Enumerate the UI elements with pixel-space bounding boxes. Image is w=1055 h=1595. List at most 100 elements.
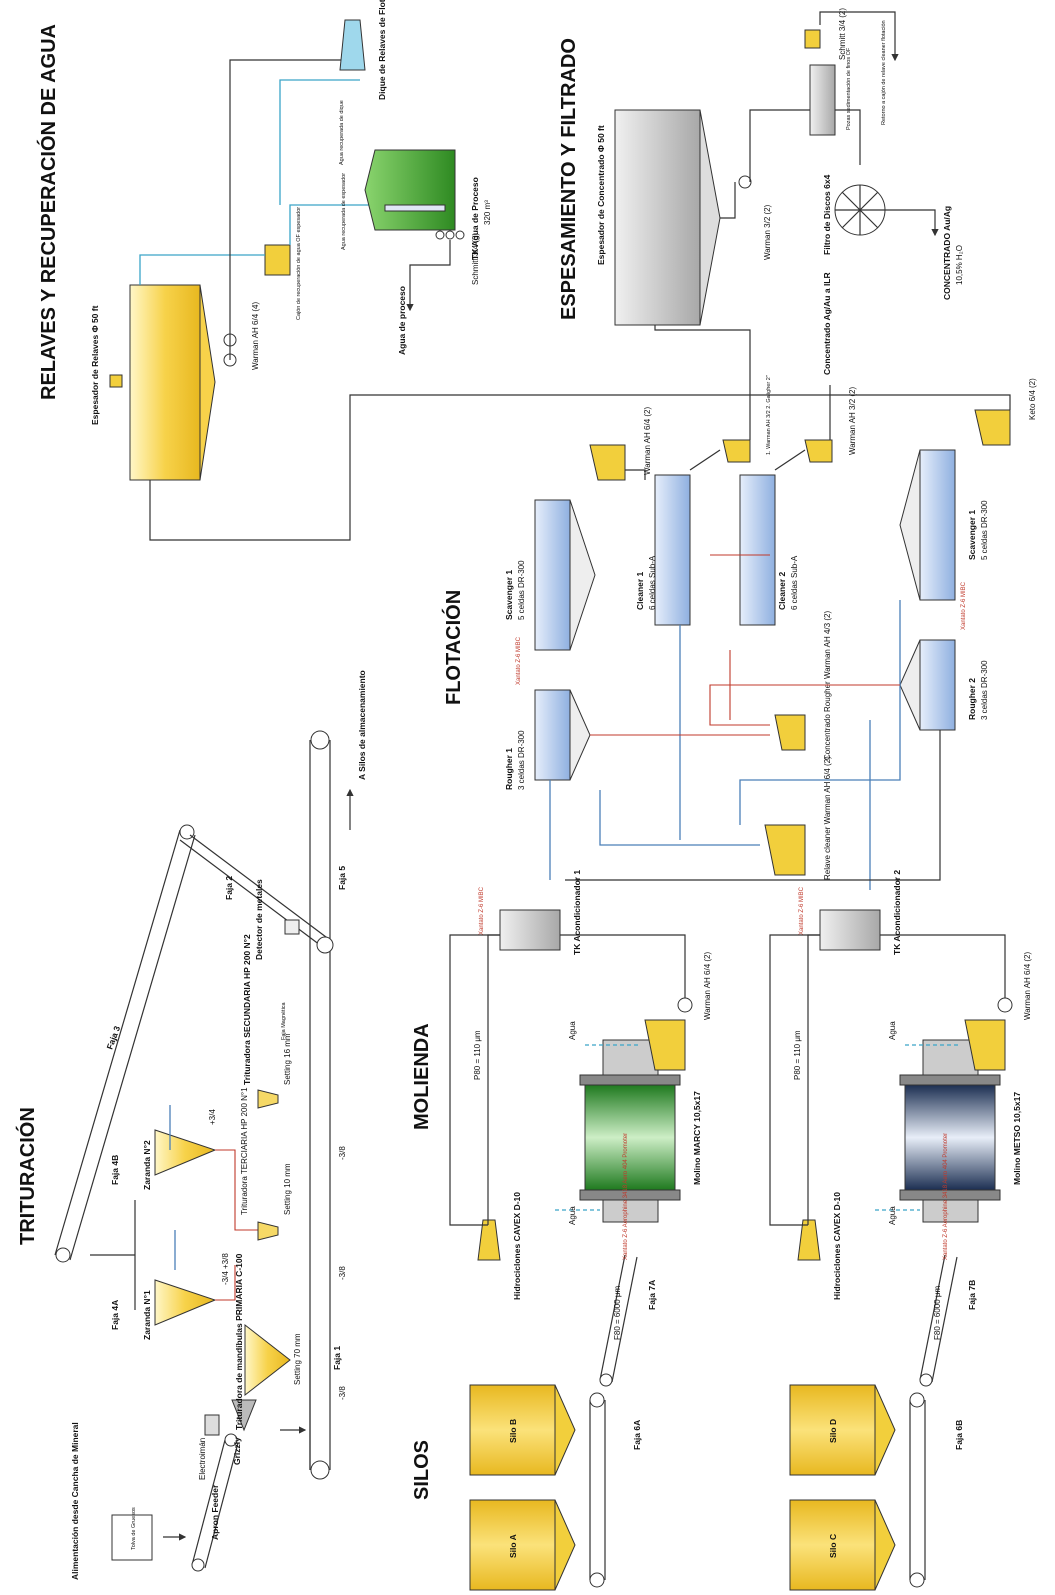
relave-cleaner-box bbox=[765, 825, 805, 875]
label-dique: Dique de Relaves de Flotación bbox=[377, 0, 387, 100]
trituracion-area: Alimentación desde Cancha de Mineral Tol… bbox=[55, 670, 367, 1580]
label-alimentacion: Alimentación desde Cancha de Mineral bbox=[70, 1422, 80, 1580]
rougher-2 bbox=[920, 640, 955, 730]
label-tk-agua-vol: 320 m³ bbox=[483, 200, 492, 225]
label-rougher1-sub: 3 celdas DR-300 bbox=[517, 730, 526, 790]
label-setting10: Setting 10 mm bbox=[283, 1163, 292, 1215]
label-faja2: Faja 2 bbox=[224, 876, 234, 900]
label-m34p38: -3/4 +3/8 bbox=[221, 1253, 230, 1285]
zaranda-1 bbox=[155, 1280, 215, 1325]
label-keto: Keto 6/4 (2) bbox=[1028, 378, 1037, 420]
label-retorno: Retorno a cajón de relave cleaner flotac… bbox=[881, 20, 887, 125]
label-silo-d: Silo D bbox=[828, 1419, 838, 1443]
label-molino2: Molino METSO 10,5x17 bbox=[1012, 1092, 1022, 1185]
label-f80a: F80 = 6000 μm bbox=[613, 1285, 622, 1340]
hydrocyclone-1 bbox=[478, 1220, 500, 1260]
label-warman-s1: Warman AH 6/4 (2) bbox=[643, 406, 652, 475]
pozas-sedimentacion bbox=[810, 65, 835, 135]
section-title-silos: SILOS bbox=[411, 1440, 433, 1500]
label-apron: Apron Feeder bbox=[210, 1484, 220, 1540]
keto-box bbox=[975, 410, 1010, 445]
label-cajon: Cajón de recuperación de agua OF espesad… bbox=[296, 207, 302, 320]
label-detector: Detector de metales bbox=[254, 879, 264, 960]
cleaner-1 bbox=[655, 475, 690, 625]
section-title-relaves: RELAVES Y RECUPERACIÓN DE AGUA bbox=[36, 24, 60, 400]
label-cleaner2: Cleaner 2 bbox=[777, 571, 787, 610]
label-warman-c2: Warman AH 3/2 (2) bbox=[848, 386, 857, 455]
label-esp-relaves: Espesador de Relaves Φ 50 ft bbox=[90, 305, 100, 425]
label-tolva: Tolva de Gruesos bbox=[131, 1507, 137, 1550]
label-reag-s1: Xantato Z-6 MIBC bbox=[516, 636, 522, 685]
label-terciaria: Trituradora TERCIARIA HP 200 N°1 bbox=[240, 1087, 249, 1215]
label-agua2: Agua bbox=[888, 1021, 897, 1040]
label-agua-dique: Agua recuperada de dique bbox=[339, 100, 345, 165]
label-p34: +3/4 bbox=[208, 1109, 217, 1125]
label-molino1: Molino MARCY 10,5x17 bbox=[692, 1091, 702, 1185]
label-silos-alm: A Silos de almacenamiento bbox=[357, 670, 367, 780]
label-electroiman: Electroimán bbox=[198, 1438, 207, 1480]
label-p80a: P80 = 110 μm bbox=[473, 1030, 482, 1080]
primary-crusher bbox=[245, 1325, 290, 1395]
label-p80b: P80 = 110 μm bbox=[793, 1030, 802, 1080]
label-f80b: F80 = 6000 μm bbox=[933, 1285, 942, 1340]
label-cleaner2-sub: 6 celdas Sub-A bbox=[790, 555, 799, 610]
label-cleaner1: Cleaner 1 bbox=[635, 571, 645, 610]
label-agua4: Agua bbox=[888, 1206, 897, 1225]
label-reag-tk2: Xantato Z-6 MIBC bbox=[799, 886, 805, 935]
label-schmitt-esp: Schmitt 3/4 (2) bbox=[838, 8, 847, 60]
label-silo-a: Silo A bbox=[508, 1534, 518, 1558]
tk-acondicionador-2 bbox=[820, 910, 880, 950]
scavenger-1a bbox=[535, 500, 570, 650]
molienda-area: Hidrociclones CAVEX D-10 Hidrociclones C… bbox=[450, 935, 1032, 1300]
label-grizzly: Grizzly bbox=[232, 1437, 242, 1465]
label-reag2: Xantato Z-6 Aerophine 3418 Aero 404 Prom… bbox=[943, 1133, 949, 1260]
label-faja7a: Faja 7A bbox=[647, 1280, 657, 1310]
tertiary-crusher bbox=[258, 1222, 278, 1240]
label-relave-cleaner: Relave cleaner Warman AH 6/4 (2) bbox=[823, 756, 832, 880]
conc-rougher-box bbox=[775, 715, 805, 750]
label-cleaner1-sub: 6 celdas Sub-A bbox=[648, 555, 657, 610]
label-concentrado: CONCENTRADO Au/Ag bbox=[942, 206, 952, 300]
label-zaranda2: Zaranda N°2 bbox=[142, 1140, 152, 1190]
label-silo-c: Silo C bbox=[828, 1534, 838, 1558]
label-faja-magnetica: Faja Magnética bbox=[281, 1001, 287, 1040]
label-agua3: Agua bbox=[568, 1206, 577, 1225]
molino-metso bbox=[905, 1085, 995, 1190]
label-conc-ilr: Concentrado Ag/Au a ILR bbox=[822, 272, 832, 375]
label-reag1: Xantato Z-6 Aerophine 3418 Aero 404 Prom… bbox=[623, 1133, 629, 1260]
warman-s1-box bbox=[590, 445, 625, 480]
label-agua-proceso: Agua de proceso bbox=[397, 286, 407, 355]
label-m38a: -3/8 bbox=[338, 1266, 347, 1280]
espesador-relaves bbox=[130, 285, 200, 480]
espesamiento-area: Espesador de Concentrado Φ 50 ft Warman … bbox=[596, 8, 964, 325]
detector-metales bbox=[285, 920, 299, 934]
label-silo-b: Silo B bbox=[508, 1419, 518, 1443]
label-humedad: 10,5% H₂O bbox=[955, 245, 964, 285]
molino-marcy bbox=[585, 1085, 675, 1190]
label-scav2-sub: 5 celdas DR-300 bbox=[980, 500, 989, 560]
label-faja5: Faja 5 bbox=[337, 866, 347, 890]
label-zaranda1: Zaranda N°1 bbox=[142, 1290, 152, 1340]
label-warman2: Warman AH 6/4 (2) bbox=[1023, 951, 1032, 1020]
section-title-trituracion: TRITURACIÓN bbox=[15, 1107, 39, 1245]
warman-c2-box bbox=[805, 440, 832, 462]
hydrocyclone-2 bbox=[798, 1220, 820, 1260]
label-rougher2-sub: 3 celdas DR-300 bbox=[980, 660, 989, 720]
zaranda-2 bbox=[155, 1130, 215, 1175]
label-reag-s2: Xantato Z-6 MIBC bbox=[961, 581, 967, 630]
label-faja6b: Faja 6B bbox=[954, 1420, 964, 1450]
label-agua1: Agua bbox=[568, 1021, 577, 1040]
label-filtro: Filtro de Discos 6x4 bbox=[822, 174, 832, 255]
secondary-crusher bbox=[258, 1090, 278, 1108]
label-scav2: Scavenger 1 bbox=[967, 510, 977, 560]
label-faja4a: Faja 4A bbox=[110, 1300, 120, 1330]
label-rougher2: Rougher 2 bbox=[967, 678, 977, 720]
rougher-1 bbox=[535, 690, 570, 780]
label-tk1: TK Acondicionador 1 bbox=[572, 870, 582, 955]
label-esp-conc: Espesador de Concentrado Φ 50 ft bbox=[596, 125, 606, 265]
scavenger-1b bbox=[920, 450, 955, 600]
cleaner-2 bbox=[740, 475, 775, 625]
dique-relaves bbox=[340, 20, 365, 70]
espesador-concentrado bbox=[615, 110, 700, 325]
